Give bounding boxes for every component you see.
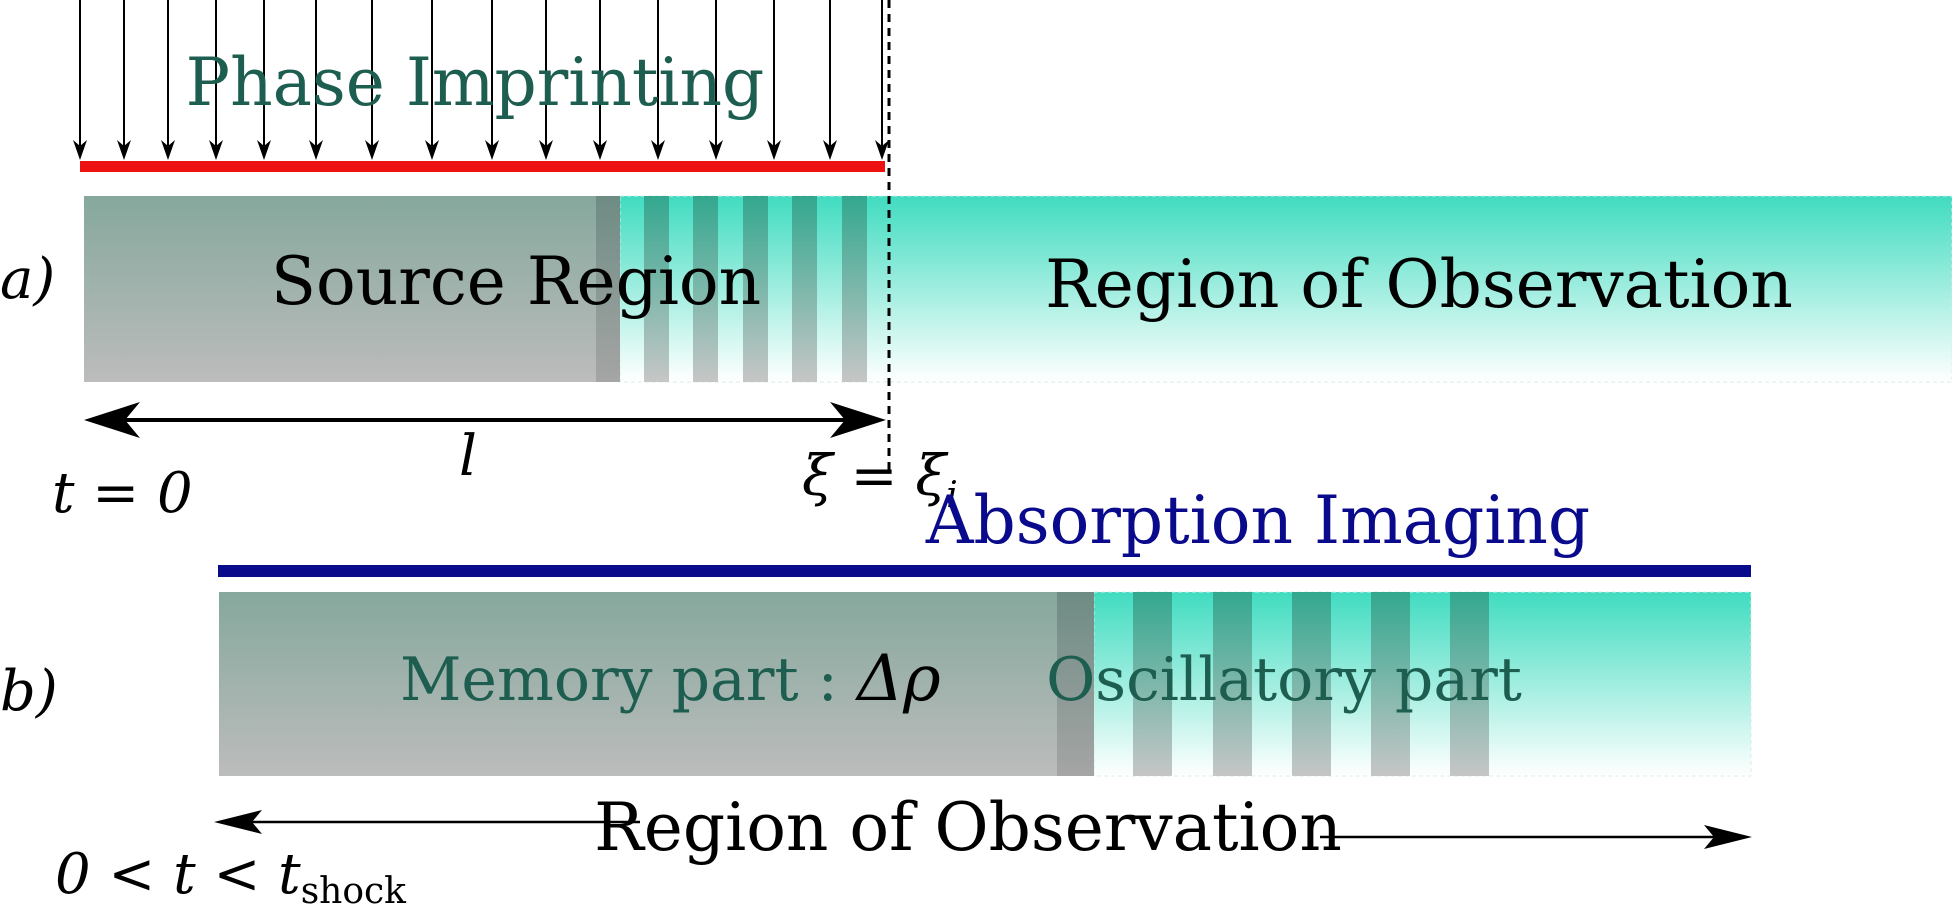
- memory-part-symbol: Δρ: [854, 642, 941, 716]
- panel-a: Phase Imprinting Source Region Region of…: [0, 0, 1952, 526]
- oscillation-stripe: [1292, 592, 1331, 776]
- time-label-b-subscript: shock: [301, 871, 407, 905]
- observation-region-label-a: Region of Observation: [1045, 246, 1793, 323]
- oscillation-stripes-b: [1133, 592, 1489, 776]
- xi-label: ξ = ξi: [802, 444, 958, 516]
- source-boundary-strip: [596, 196, 620, 382]
- observation-span-arrow: [214, 810, 1752, 849]
- panel-a-label: a): [0, 247, 55, 312]
- time-label-a: t = 0: [52, 461, 193, 526]
- length-label: l: [459, 424, 477, 489]
- oscillation-stripe: [1371, 592, 1410, 776]
- down-arrow-head: [257, 140, 271, 160]
- down-arrow-head: [823, 140, 837, 160]
- panel-b: Absorption Imaging Memory part : Δρ Osci…: [0, 482, 1752, 905]
- down-arrow-head: [73, 140, 87, 160]
- source-region-block: [84, 196, 620, 382]
- memory-block: [219, 592, 1094, 776]
- down-arrow-head: [209, 140, 223, 160]
- memory-part-text: Memory part :: [400, 645, 857, 715]
- oscillation-stripe: [792, 196, 817, 382]
- oscillation-stripe: [1133, 592, 1172, 776]
- oscillation-stripe: [842, 196, 867, 382]
- imaging-bar: [218, 565, 1751, 577]
- time-label-b-main: 0 < t < t: [55, 842, 301, 905]
- oscillation-stripe: [644, 196, 669, 382]
- absorption-imaging-title: Absorption Imaging: [925, 482, 1590, 559]
- down-arrow-head: [651, 140, 665, 160]
- observation-block-b: [1093, 591, 1752, 777]
- down-arrow-head: [365, 140, 379, 160]
- oscillation-stripes-a: [644, 196, 867, 382]
- imprint-bar: [80, 161, 885, 172]
- down-arrow-head: [767, 140, 781, 160]
- memory-part-label: Memory part : Δρ: [400, 642, 941, 716]
- oscillation-stripe: [693, 196, 718, 382]
- down-arrow-head: [593, 140, 607, 160]
- imprint-arrows: [73, 0, 889, 160]
- length-arrow: [84, 402, 886, 438]
- down-arrow-head: [875, 140, 889, 160]
- down-arrow-head: [309, 140, 323, 160]
- memory-boundary-strip: [1057, 592, 1094, 776]
- time-label-b: 0 < t < tshock: [55, 842, 407, 905]
- panel-b-label: b): [0, 659, 58, 724]
- oscillation-stripe: [1450, 592, 1489, 776]
- down-arrow-head: [539, 140, 553, 160]
- oscillation-stripe: [743, 196, 768, 382]
- down-arrow-head: [485, 140, 499, 160]
- oscillatory-part-label: Oscillatory part: [1046, 645, 1522, 715]
- phase-imprinting-title: Phase Imprinting: [186, 44, 765, 121]
- observation-region-label-b: Region of Observation: [594, 789, 1342, 866]
- xi-label-main: ξ = ξ: [802, 444, 949, 509]
- down-arrow-head: [709, 140, 723, 160]
- down-arrow-head: [425, 140, 439, 160]
- xi-label-subscript: i: [946, 475, 958, 516]
- source-region-label: Source Region: [271, 243, 761, 320]
- down-arrow-head: [117, 140, 131, 160]
- down-arrow-head: [161, 140, 175, 160]
- oscillation-stripe: [1213, 592, 1252, 776]
